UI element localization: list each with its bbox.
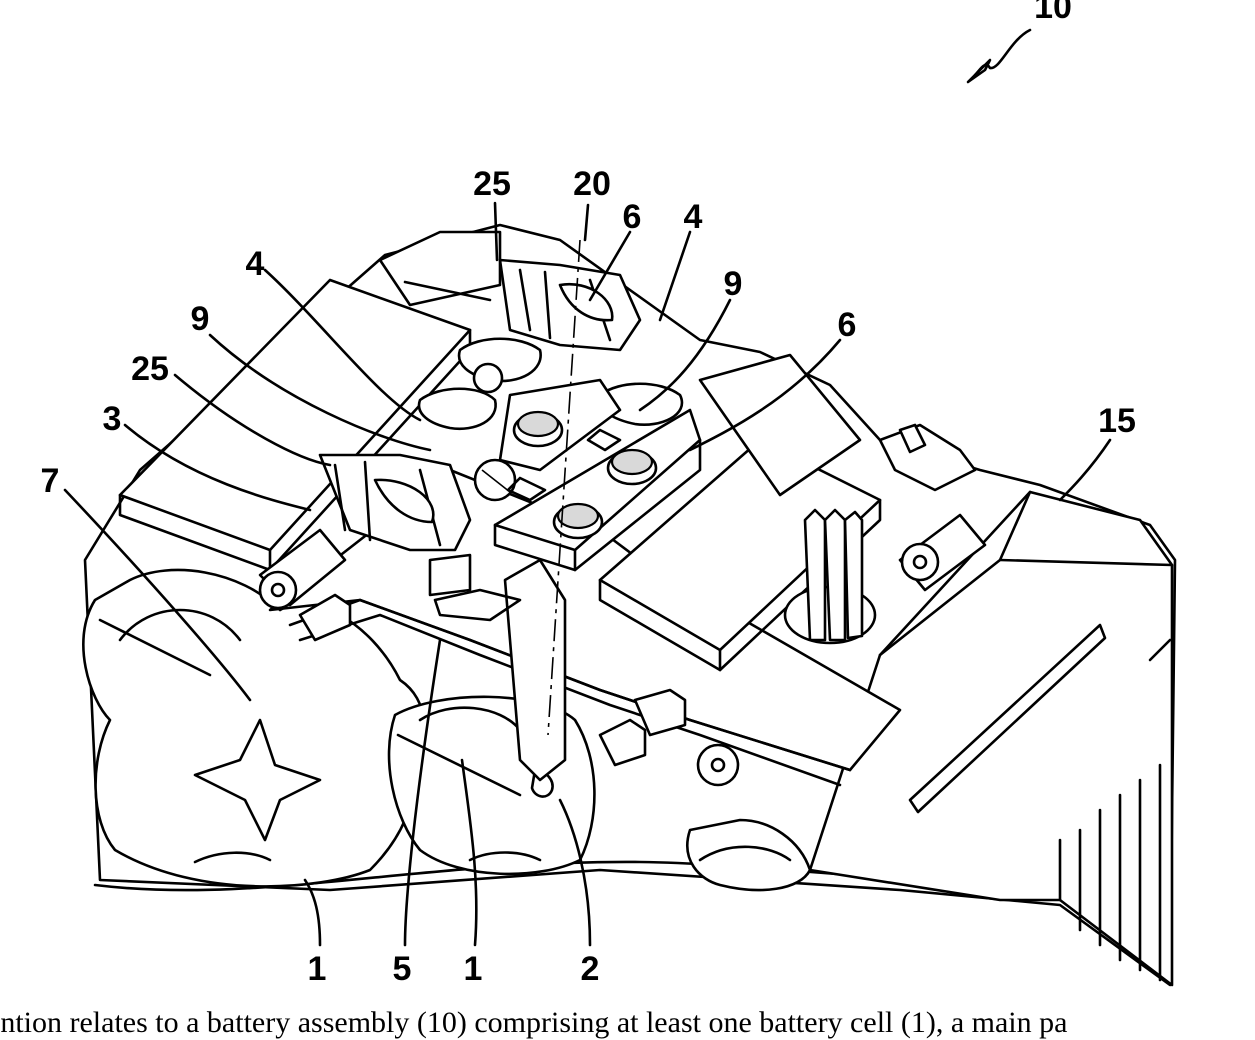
label-20: 20 <box>573 165 611 203</box>
label-15: 15 <box>1098 402 1136 440</box>
label-4-left: 4 <box>246 245 265 283</box>
label-6-right: 6 <box>838 306 857 344</box>
label-6-top: 6 <box>623 198 642 236</box>
label-5: 5 <box>393 950 412 988</box>
label-25-mid: 25 <box>131 350 169 388</box>
label-10: 10 <box>1034 0 1072 26</box>
label-25-top: 25 <box>473 165 511 203</box>
label-4-top: 4 <box>684 198 703 236</box>
caption-text: vention relates to a battery assembly (1… <box>0 1006 1255 1040</box>
label-9-right: 9 <box>724 265 743 303</box>
label-7: 7 <box>41 462 60 500</box>
label-3: 3 <box>103 400 122 438</box>
label-9-left: 9 <box>191 300 210 338</box>
label-1-left: 1 <box>308 950 327 988</box>
label-2: 2 <box>581 950 600 988</box>
label-1-mid: 1 <box>464 950 483 988</box>
